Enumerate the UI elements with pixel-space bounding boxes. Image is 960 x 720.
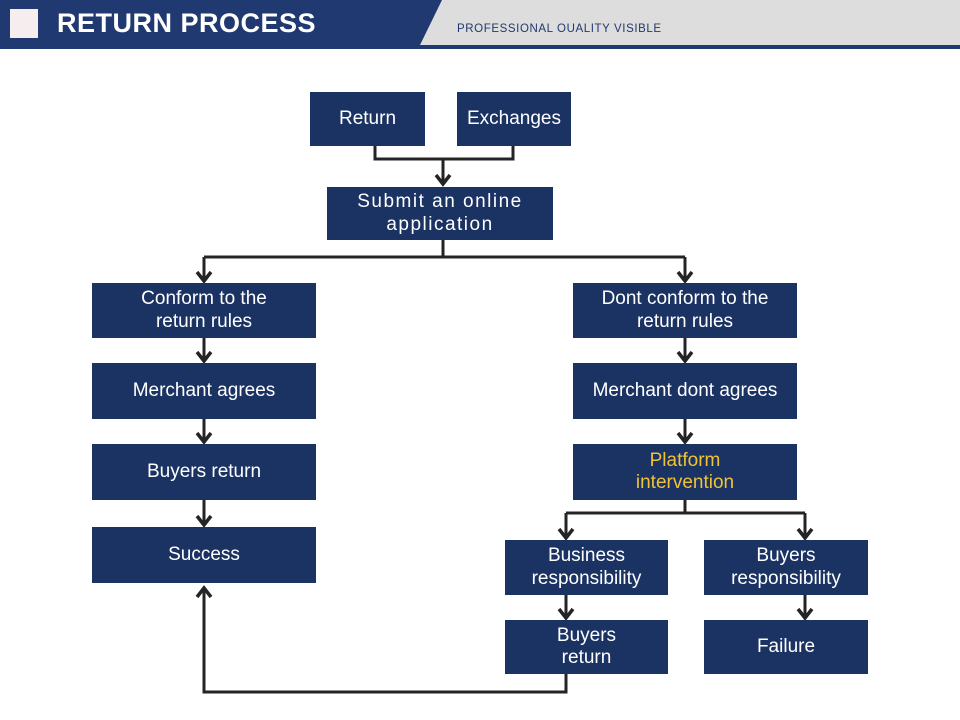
connector-merchant-dont-to-platform bbox=[676, 419, 694, 445]
flowchart-connectors bbox=[195, 146, 814, 694]
page-title: RETURN PROCESS bbox=[57, 8, 317, 38]
node-buyers-responsibility: Buyers responsibility bbox=[704, 540, 868, 595]
node-platform-intervention: Platform intervention bbox=[573, 444, 797, 500]
header-tagline: PROFESSIONAL OUALITY VISIBLE bbox=[457, 23, 662, 35]
connector-conform-to-merchant-agrees bbox=[195, 338, 213, 364]
connector-platform-split bbox=[557, 500, 814, 541]
node-exchanges: Exchanges bbox=[457, 92, 571, 146]
connector-buyersresp-to-failure bbox=[796, 595, 814, 621]
node-conform-rules: Conform to the return rules bbox=[92, 283, 316, 338]
flowchart-canvas: Return Exchanges Submit an online applic… bbox=[0, 49, 960, 720]
node-success: Success bbox=[92, 527, 316, 583]
node-buyers-return-left: Buyers return bbox=[92, 444, 316, 500]
node-merchant-dont-agrees: Merchant dont agrees bbox=[573, 363, 797, 419]
header-tagline-ribbon: PROFESSIONAL OUALITY VISIBLE bbox=[420, 0, 960, 45]
connector-top-merge bbox=[373, 146, 515, 187]
connector-business-to-buyers-return bbox=[557, 595, 575, 621]
node-merchant-agrees: Merchant agrees bbox=[92, 363, 316, 419]
connector-buyers-return-to-success bbox=[195, 500, 213, 528]
node-dont-conform-rules: Dont conform to the return rules bbox=[573, 283, 797, 338]
header: RETURN PROCESS PROFESSIONAL OUALITY VISI… bbox=[0, 0, 960, 49]
connector-main-split bbox=[195, 240, 694, 284]
node-buyers-return-bottom: Buyers return bbox=[505, 620, 668, 674]
node-business-responsibility: Business responsibility bbox=[505, 540, 668, 595]
node-submit-application: Submit an online application bbox=[327, 187, 553, 240]
header-square-icon bbox=[10, 9, 38, 38]
connector-dontconform-to-merchant-dont bbox=[676, 338, 694, 364]
connector-loopback-to-success bbox=[195, 585, 568, 694]
node-return: Return bbox=[310, 92, 425, 146]
connector-merchant-agrees-to-buyers-return bbox=[195, 419, 213, 445]
node-failure: Failure bbox=[704, 620, 868, 674]
